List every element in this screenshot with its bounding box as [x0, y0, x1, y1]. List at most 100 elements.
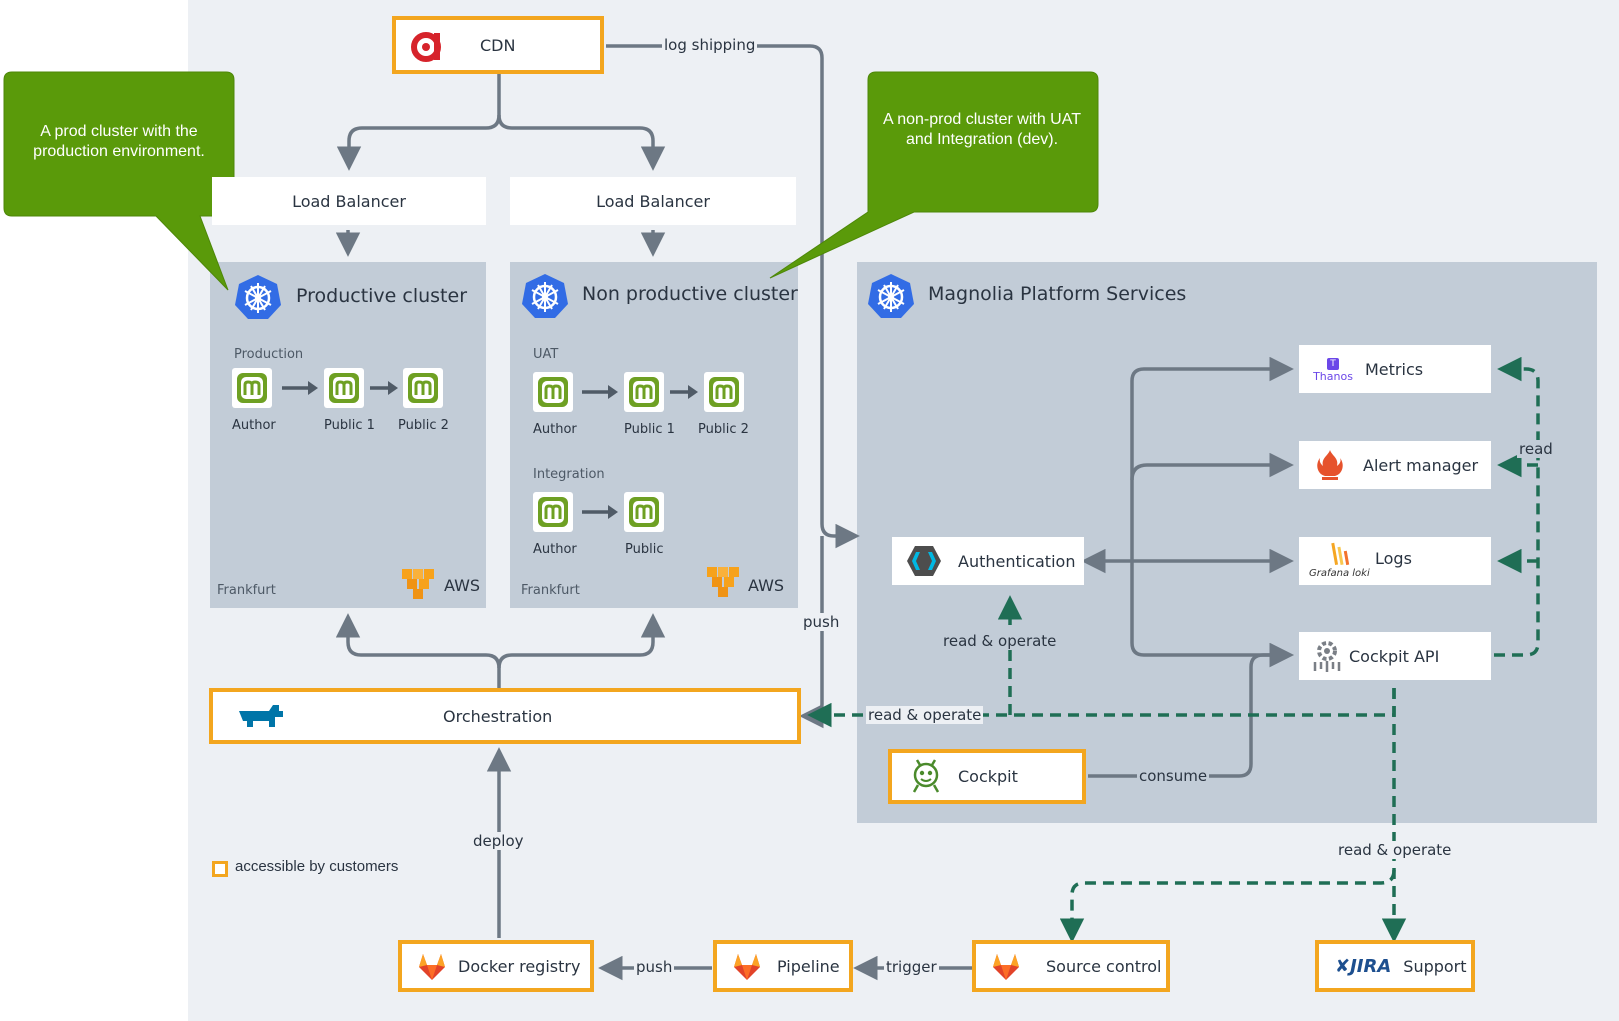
jira-icon: ✘	[1335, 955, 1351, 977]
prod-callout-bubble	[3, 71, 235, 291]
load-balancer-right-label: Load Balancer	[596, 191, 710, 211]
prod-callout-text: A prod cluster with the production envir…	[33, 123, 205, 160]
cockpit-api-box[interactable]: Cockpit API	[1299, 632, 1491, 680]
load-balancer-right[interactable]: Load Balancer	[510, 177, 796, 225]
orchestration-box[interactable]: Orchestration	[209, 688, 801, 744]
nonprod-callout-text: A non-prod cluster with UAT and Integrat…	[882, 111, 1081, 148]
node-label: Public 1	[324, 418, 375, 433]
thanos-logo: T Thanos	[1309, 356, 1357, 382]
source-control-box[interactable]: Source control	[972, 940, 1170, 992]
support-label: Support	[1403, 956, 1467, 976]
magnolia-node[interactable]	[232, 368, 272, 408]
docker-registry-box[interactable]: Docker registry	[398, 940, 594, 992]
aws-label: AWS	[748, 576, 785, 595]
orchestration-label: Orchestration	[443, 706, 553, 726]
node-label: Author	[232, 418, 276, 433]
magnolia-node[interactable]	[403, 368, 443, 408]
platform-services-title: Magnolia Platform Services	[928, 283, 1187, 305]
keycloak-icon	[907, 546, 941, 576]
kubernetes-icon	[521, 273, 569, 319]
gitlab-icon	[414, 950, 450, 982]
legend-text: accessible by customers	[235, 858, 399, 875]
authentication-box[interactable]: Authentication	[892, 537, 1084, 585]
prometheus-flame-icon	[1317, 450, 1343, 480]
cdn-label: CDN	[480, 35, 516, 55]
deploy-label: deploy	[471, 832, 526, 850]
docker-registry-label: Docker registry	[458, 956, 581, 976]
integration-env-label: Integration	[533, 467, 605, 482]
loki-icon	[1331, 542, 1350, 566]
flow-arrow	[582, 385, 618, 399]
magnolia-node[interactable]	[624, 492, 664, 532]
productive-cluster-title: Productive cluster	[296, 285, 468, 307]
grafana-loki-logo: Grafana loki	[1309, 541, 1373, 581]
cdn-box[interactable]: CDN	[392, 16, 604, 74]
support-box[interactable]: ✘ JIRA Support	[1315, 940, 1475, 992]
alert-manager-label: Alert manager	[1363, 455, 1479, 475]
jira-brand: JIRA	[1350, 955, 1392, 977]
cockpit-box[interactable]: Cockpit	[888, 749, 1086, 804]
node-label: Author	[533, 542, 577, 557]
uat-env-label: UAT	[533, 347, 559, 362]
push-vertical-label: push	[801, 613, 842, 631]
log-shipping-label: log shipping	[662, 36, 758, 54]
alert-manager-box[interactable]: Alert manager	[1299, 441, 1491, 489]
metrics-label: Metrics	[1365, 359, 1424, 379]
region-label: Frankfurt	[217, 583, 276, 598]
source-control-label: Source control	[1046, 956, 1162, 976]
pipeline-box[interactable]: Pipeline	[713, 940, 853, 992]
aws-icon	[705, 565, 741, 599]
push-bottom-label: push	[634, 958, 675, 976]
rancher-icon	[239, 705, 283, 727]
metrics-box[interactable]: T Thanos Metrics	[1299, 345, 1491, 393]
node-label: Public 2	[398, 418, 449, 433]
read-operate-auth-label: read & operate	[941, 632, 1059, 650]
thanos-icon: T	[1327, 358, 1339, 370]
magnolia-node[interactable]	[624, 372, 664, 412]
non-productive-cluster-panel	[510, 262, 798, 608]
load-balancer-left-label: Load Balancer	[292, 191, 406, 211]
cockpit-api-label: Cockpit API	[1349, 646, 1440, 666]
aws-icon	[400, 567, 436, 601]
production-env-label: Production	[234, 347, 304, 362]
gitlab-icon	[988, 950, 1024, 982]
node-label: Public 1	[624, 422, 675, 437]
load-balancer-left[interactable]: Load Balancer	[212, 177, 486, 225]
node-label: Public	[625, 542, 664, 557]
loki-brand: Grafana loki	[1309, 568, 1370, 579]
cockpit-label: Cockpit	[958, 767, 1018, 786]
cockpit-mascot-icon	[912, 758, 940, 793]
magnolia-node[interactable]	[533, 372, 573, 412]
trigger-label: trigger	[884, 958, 939, 976]
kubernetes-icon	[867, 273, 915, 319]
node-label: Public 2	[698, 422, 749, 437]
cdn-logo-icon	[411, 32, 441, 62]
read-operate-support-label: read & operate	[1336, 841, 1454, 859]
magnolia-node[interactable]	[533, 492, 573, 532]
authentication-label: Authentication	[958, 551, 1076, 571]
productive-cluster-panel	[210, 262, 486, 608]
flow-arrow	[282, 381, 318, 395]
legend-swatch	[212, 861, 228, 877]
flow-arrow	[670, 385, 698, 399]
nonprod-callout-bubble	[769, 71, 1099, 279]
aws-label: AWS	[444, 576, 481, 595]
non-productive-cluster-title: Non productive cluster	[582, 283, 798, 305]
logs-label: Logs	[1375, 548, 1412, 568]
gitlab-icon	[729, 950, 765, 982]
magnolia-node[interactable]	[324, 368, 364, 408]
logs-box[interactable]: Grafana loki Logs	[1299, 537, 1491, 585]
api-gear-icon	[1313, 641, 1341, 672]
kubernetes-icon	[234, 274, 282, 320]
consume-label: consume	[1137, 767, 1210, 785]
read-operate-orch-label: read & operate	[866, 706, 984, 724]
thanos-brand: Thanos	[1313, 370, 1353, 383]
node-label: Author	[533, 422, 577, 437]
magnolia-node[interactable]	[704, 372, 744, 412]
region-label: Frankfurt	[521, 583, 580, 598]
flow-arrow	[582, 505, 618, 519]
read-label: read	[1517, 440, 1555, 458]
pipeline-label: Pipeline	[777, 956, 840, 976]
